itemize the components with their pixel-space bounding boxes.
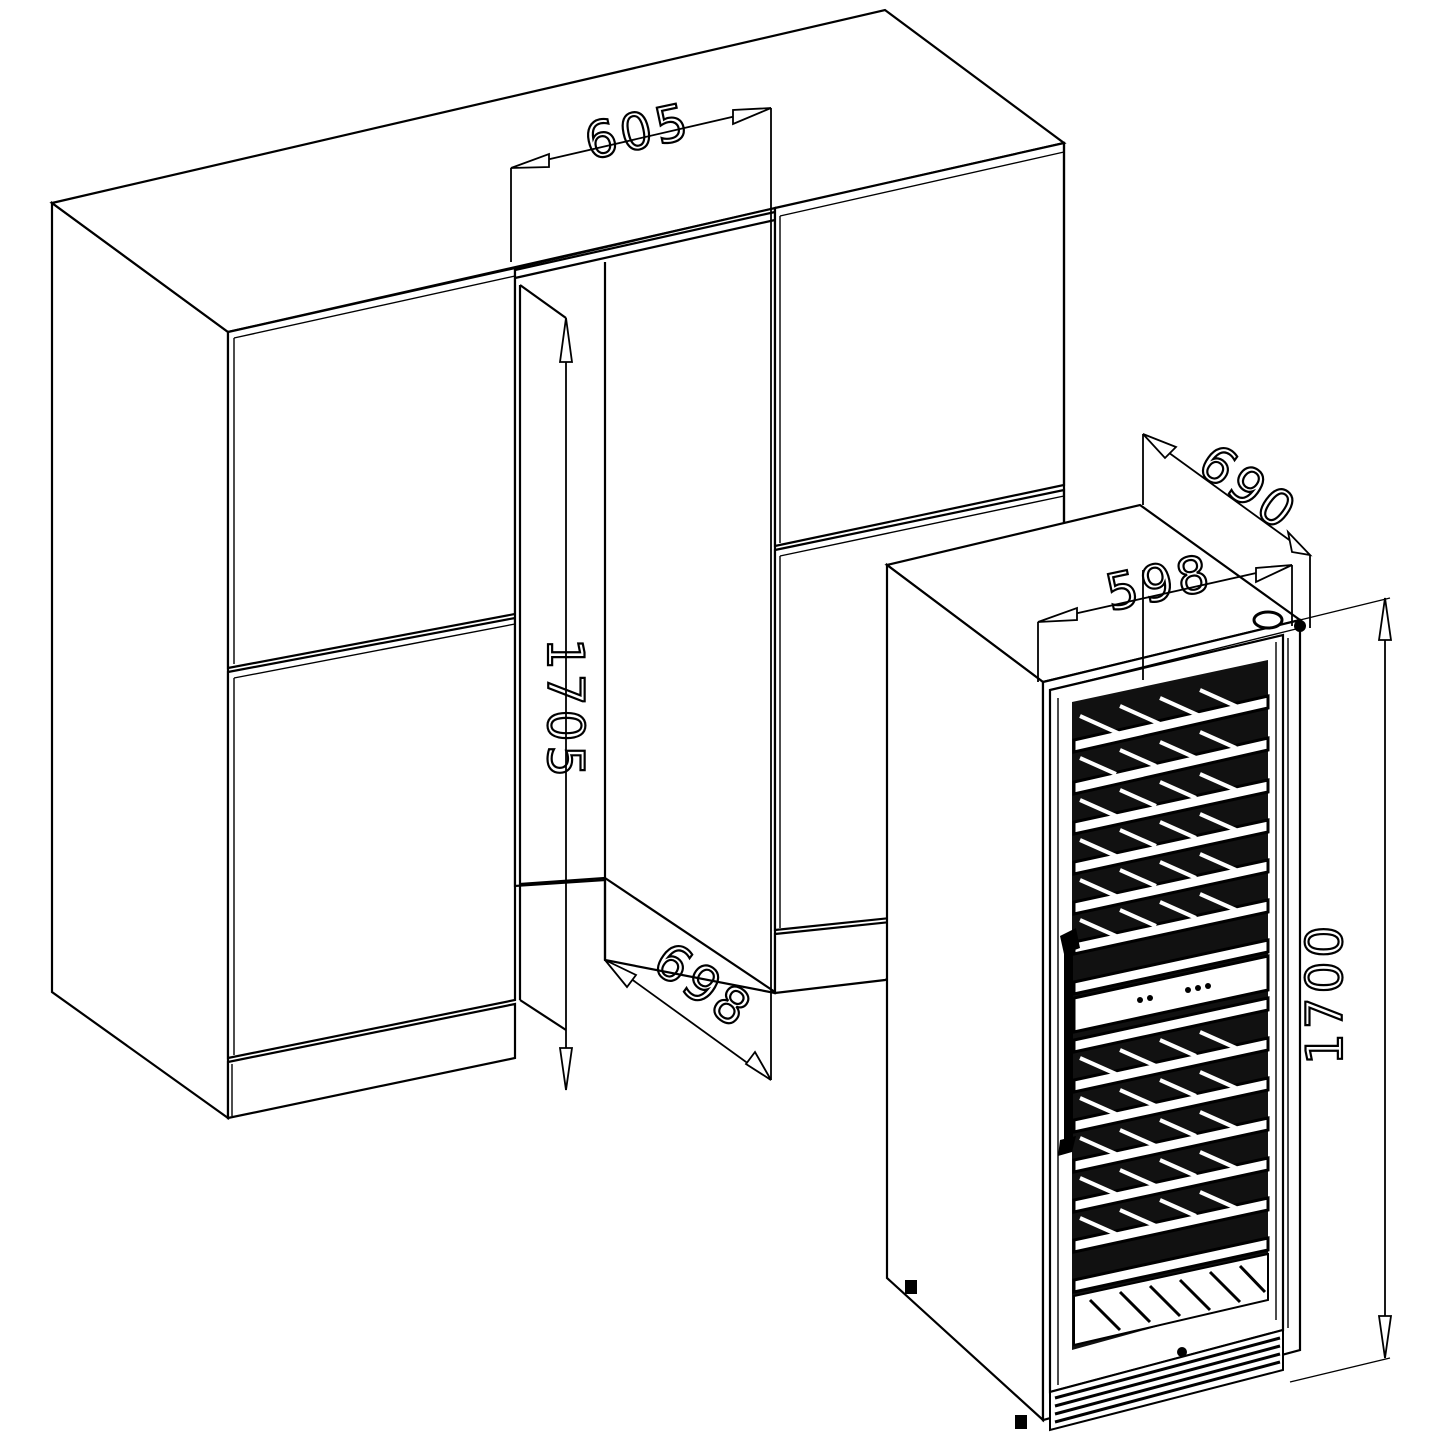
- vent-grille: [1049, 1328, 1284, 1432]
- niche: [513, 206, 777, 1031]
- top-hinge: [1252, 610, 1306, 632]
- door-handle: [1058, 928, 1080, 1156]
- dimension-niche-height: 1705: [535, 317, 595, 1091]
- appliance-depth-label: 690: [1188, 433, 1309, 543]
- wine-cooler: [884, 503, 1306, 1432]
- shelves-lower: [1072, 996, 1270, 1294]
- appliance-height-label: 1700: [1296, 922, 1354, 1065]
- shelves-upper: [1072, 694, 1270, 996]
- dimension-appliance-height: 1700: [1289, 597, 1393, 1383]
- niche-height-label: 1705: [536, 638, 594, 781]
- control-panel: [1072, 954, 1270, 1034]
- left-cabinet: [49, 8, 1067, 1121]
